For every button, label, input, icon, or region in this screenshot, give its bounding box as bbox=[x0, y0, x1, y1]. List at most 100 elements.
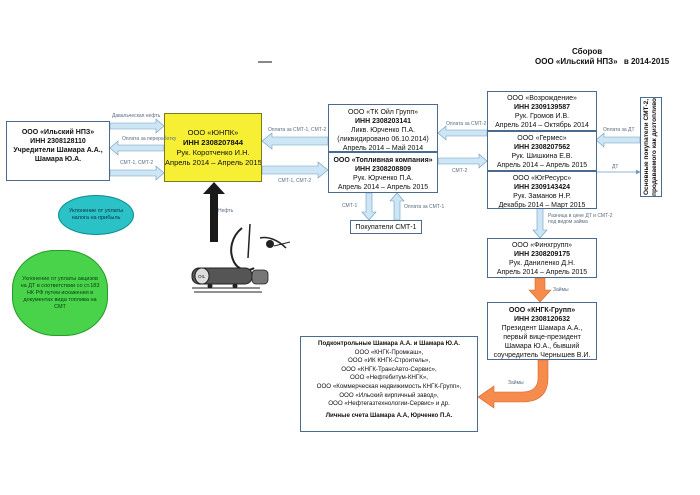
controlled-item: ООО «КНГК-Промкаш», bbox=[354, 348, 424, 356]
node-tkoil-period: Апрель 2014 – Май 2014 bbox=[342, 145, 424, 152]
node-unpk-inn: ИНН 2308207844 bbox=[182, 138, 244, 147]
node-germes: ООО «Гермес» ИНН 2308207562 Рук. Шишкина… bbox=[487, 131, 597, 171]
node-vozrozhdenie-name: ООО «Возрождение» bbox=[507, 95, 577, 102]
arrow-smt2 bbox=[437, 153, 488, 169]
node-yugresurs-head: Рук. Заманов Н.Р. bbox=[513, 193, 571, 200]
node-buyers-smt1-label: Покупатели СМТ-1 bbox=[355, 224, 417, 231]
node-tkoil-head: Ликв. Юрченко П.А. bbox=[351, 127, 415, 134]
node-germes-name: ООО «Гермес» bbox=[517, 135, 567, 142]
node-main-buyers-label: Основные покупатели СМТ-2,продаваемого к… bbox=[643, 98, 658, 196]
node-toplivnaya-name: ООО «Топливная компания» bbox=[333, 157, 433, 164]
cloud-profit-tax-text: Уклонение от уплаты налога на прибыль bbox=[68, 208, 124, 221]
label-zaimy-1: Займы bbox=[553, 287, 569, 293]
node-fingrupp-inn: ИНН 2308209175 bbox=[513, 251, 571, 258]
controlled-item: ООО «КНГК-ТрансАвто-Сервис», bbox=[341, 365, 437, 373]
title-line-1: Сборов bbox=[572, 47, 603, 56]
arrow-oplata-pererabotku bbox=[109, 140, 165, 156]
node-vozrozhdenie-head: Рук. Громов И.В. bbox=[514, 113, 570, 120]
node-vozrozhdenie: ООО «Возрождение» ИНН 2309139587 Рук. Гр… bbox=[487, 91, 597, 131]
node-toplivnaya-inn: ИНН 2308208809 bbox=[354, 166, 412, 173]
node-unpk-name: ООО «ЮНПК» bbox=[187, 128, 239, 137]
arrow-neft bbox=[203, 182, 225, 242]
arrow-oplata-smt1-up bbox=[389, 192, 405, 221]
arrow-smt1-down bbox=[361, 192, 377, 221]
node-kngk-name: ООО «КНГК-Групп» bbox=[508, 307, 576, 314]
node-fingrupp: ООО «Финхгрупп» ИНН 2308209175 Рук. Дани… bbox=[487, 238, 597, 278]
node-kngk-inn: ИНН 2308120632 bbox=[513, 316, 571, 323]
arrow-smt12-right bbox=[261, 161, 329, 179]
controlled-item: ООО «Нефтебитум-КНГК», bbox=[349, 374, 429, 382]
node-kngk-president: Президент Шамара А.А., bbox=[501, 325, 583, 332]
arrow-zaimy-1 bbox=[528, 277, 552, 303]
node-kngk-group: ООО «КНГК-Групп» ИНН 2308120632 Президен… bbox=[487, 302, 597, 360]
cloud-excise-tax-text: Уклонение от уплаты акцизов на ДТ в соот… bbox=[20, 275, 100, 310]
node-tkoil-liquidated: (ликвидировано 06.10.2014) bbox=[337, 136, 429, 143]
label-dt: ДТ bbox=[612, 164, 619, 170]
node-kngk-cofounder: соучредитель Чернышев В.И. bbox=[493, 352, 591, 359]
node-unpk-period: Апрель 2014 – Апрель 2015 bbox=[165, 158, 262, 167]
node-ilsky-name: ООО «Ильский НПЗ» bbox=[21, 129, 95, 136]
label-zaimy-2: Займы bbox=[508, 380, 524, 386]
svg-text:OIL: OIL bbox=[198, 274, 206, 279]
node-controlled-companies: Подконтрольные Шамара А.А. и Шамара Ю.А.… bbox=[300, 336, 478, 432]
title-period: в 2014-2015 bbox=[623, 57, 670, 66]
controlled-item: ООО «ИК КНГК-Строитель», bbox=[347, 357, 431, 365]
label-smt2: СМТ-2 bbox=[452, 168, 468, 174]
node-ilsky-inn: ИНН 2308128110 bbox=[30, 138, 86, 145]
node-kngk-vp-2: Шамара Ю.А., бывший bbox=[504, 343, 580, 350]
arrow-oplata-dt bbox=[595, 132, 641, 148]
label-neft: Нефть bbox=[218, 208, 234, 214]
node-kngk-vp: первый вице-президент bbox=[503, 334, 581, 341]
label-smt12-right: СМТ-1, СМТ-2 bbox=[278, 178, 312, 184]
node-fingrupp-head: Рук. Даниленко Д.Н. bbox=[508, 260, 576, 267]
arrow-zaimy-2 bbox=[477, 359, 549, 409]
label-oplata-smt2: Оплата за СМТ-2 bbox=[446, 121, 487, 127]
arrow-raznitsa bbox=[532, 204, 548, 239]
node-toplivnaya-head: Рук. Юрченко П.А. bbox=[353, 175, 413, 182]
node-yugresurs: ООО «ЮгРесурс» ИНН 2309143424 Рук. Заман… bbox=[487, 171, 597, 209]
node-vozrozhdenie-period: Апрель 2014 – Октябрь 2014 bbox=[495, 122, 589, 129]
node-yugresurs-period: Декабрь 2014 – Март 2015 bbox=[498, 202, 586, 209]
arrow-davalcheskaya bbox=[109, 118, 165, 134]
arrow-smt-left bbox=[109, 165, 165, 181]
node-ilsky-npz: ООО «Ильский НПЗ» ИНН 2308128110 Учредит… bbox=[6, 121, 110, 181]
controlled-item: ООО «Ильский кирпичный завод», bbox=[339, 391, 439, 399]
cloud-profit-tax: Уклонение от уплаты налога на прибыль bbox=[58, 195, 134, 235]
node-tkoil-inn: ИНН 2308203141 bbox=[354, 118, 412, 125]
node-main-buyers: Основные покупатели СМТ-2,продаваемого к… bbox=[640, 97, 662, 197]
controlled-heading: Подконтрольные Шамара А.А. и Шамара Ю.А. bbox=[318, 340, 460, 347]
label-oplata-smt1: Оплата за СМТ-1 bbox=[404, 204, 445, 210]
cloud-excise-tax: Уклонение от уплаты акцизов на ДТ в соот… bbox=[12, 250, 108, 336]
node-vozrozhdenie-inn: ИНН 2309139587 bbox=[513, 104, 571, 111]
node-unpk-head: Рук. Коротченко И.Н. bbox=[176, 148, 250, 157]
node-germes-inn: ИНН 2308207562 bbox=[513, 144, 571, 151]
oil-tanker-train-icon: OIL bbox=[191, 267, 269, 293]
node-germes-head: Рук. Шишкина Е.В. bbox=[511, 153, 573, 160]
label-oplata-dt: Оплата за ДТ bbox=[603, 127, 635, 133]
node-toplivnaya-period: Апрель 2014 – Апрель 2015 bbox=[337, 184, 429, 191]
node-ilsky-founders: Учредители Шамара А.А., bbox=[13, 147, 103, 154]
controlled-footer: Личные счета Шамара А.А, Юрченко П.А. bbox=[325, 411, 453, 419]
node-tk-oil-group: ООО «ТК Ойл Групп» ИНН 2308203141 Ликв. … bbox=[328, 104, 438, 152]
node-germes-period: Апрель 2014 – Апрель 2015 bbox=[496, 162, 588, 169]
node-yugresurs-name: ООО «ЮгРесурс» bbox=[512, 175, 572, 182]
controlled-item: ООО «Нефтегазтехнологии-Сервис» и др. bbox=[328, 400, 450, 408]
node-tkoil-name: ООО «ТК Ойл Групп» bbox=[347, 109, 419, 116]
arrow-oplata-smt12 bbox=[261, 132, 329, 150]
title-line-2: ООО «Ильский НПЗ» в 2014-2015 bbox=[535, 57, 669, 66]
label-oplata-smt12: Оплата за СМТ-1, СМТ-2 bbox=[268, 127, 327, 133]
label-oplata-pererabotku: Оплата за переработку bbox=[122, 136, 177, 142]
label-raznitsa: Разница в цене ДТ и СМТ-2 под видом займ… bbox=[548, 213, 613, 225]
node-ilsky-founders-2: Шамара Ю.А. bbox=[34, 156, 82, 163]
node-buyers-smt1: Покупатели СМТ-1 bbox=[350, 220, 422, 234]
node-fingrupp-name: ООО «Финхгрупп» bbox=[511, 242, 573, 249]
node-toplivnaya: ООО «Топливная компания» ИНН 2308208809 … bbox=[328, 152, 438, 193]
node-unpk: ООО «ЮНПК» ИНН 2308207844 Рук. Коротченк… bbox=[164, 113, 262, 182]
label-smt1: СМТ-1 bbox=[342, 203, 358, 209]
arrow-oplata-smt2 bbox=[437, 125, 488, 141]
controlled-item: ООО «Коммерческая недвижимость КНГК-Груп… bbox=[316, 382, 462, 390]
oil-rig-icon: OIL bbox=[191, 223, 291, 293]
label-davalcheskaya: Давальческая нефть bbox=[112, 113, 161, 119]
